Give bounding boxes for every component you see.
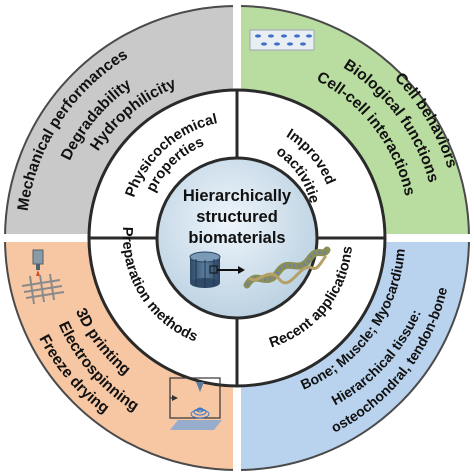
3d-printer-icon — [21, 249, 65, 305]
center-title-line-2: structured — [196, 208, 278, 226]
zoom-arrow-icon — [217, 266, 245, 274]
electrospinning-icon — [169, 377, 222, 430]
center-title-line-1: Hierarchically — [183, 187, 292, 205]
center-title-line-3: biomaterials — [188, 229, 285, 247]
hierarchical-fiber-icon — [243, 246, 331, 289]
cylinder-scaffold-icon — [189, 251, 221, 288]
cell-layer-icon — [249, 29, 315, 51]
